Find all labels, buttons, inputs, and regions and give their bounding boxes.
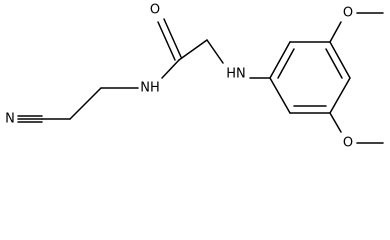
bond-ring-o-top	[329, 21, 342, 43]
amide-nitrogen-label: NH	[140, 81, 160, 96]
benzene-ring	[269, 41, 351, 114]
amine-nitrogen-label: HN	[226, 67, 246, 82]
bond-ch2-ch2	[69, 87, 102, 120]
bond-ring-o-bottom	[329, 112, 342, 133]
bond-carbonyl-ch2	[178, 39, 208, 61]
methoxy-oxygen-top-label: O	[343, 6, 353, 21]
ring-bond-6	[269, 77, 291, 114]
ring-bond-3	[329, 41, 351, 79]
methoxy-oxygen-bottom-label: O	[343, 136, 353, 151]
bond-nh-carbonyl	[161, 59, 180, 79]
carbonyl-oxygen-label: O	[150, 3, 160, 18]
structure-diagram: N NH O HN O O	[5, 3, 384, 151]
ring-bond-4	[329, 77, 351, 114]
ring-inner-bond-a	[277, 48, 295, 79]
nitrile-nitrogen-label: N	[5, 112, 15, 127]
nitrile-group	[17, 115, 43, 123]
carbonyl-double-bond-2	[163, 18, 182, 58]
carbonyl-double-bond-1	[157, 21, 176, 61]
ring-inner-bond-b	[325, 48, 343, 79]
ring-bond-1	[269, 41, 291, 79]
bond-ch2-hn	[206, 39, 224, 64]
